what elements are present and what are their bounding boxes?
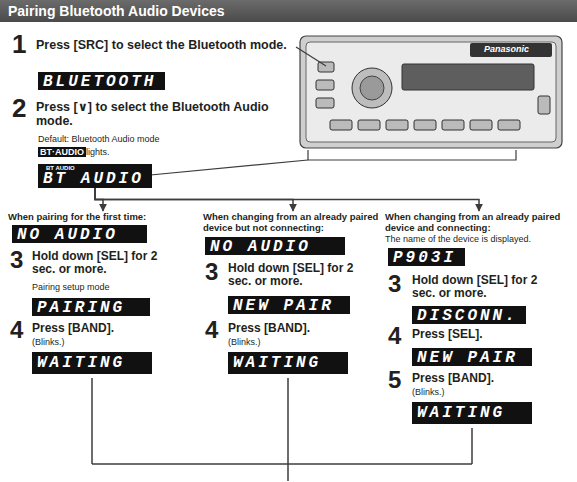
title-bar: Pairing Bluetooth Audio Devices: [0, 0, 577, 22]
display-text: NO AUDIO: [205, 238, 311, 256]
display-text: WAITING: [412, 402, 505, 424]
display-text: BT AUDIO: [38, 164, 144, 188]
column-heading: When pairing for the first time:: [8, 211, 198, 222]
preset-button: [330, 120, 352, 130]
column-header: When pairing for the first time: NO AUDIO: [8, 211, 198, 243]
note-text: Default: Bluetooth Audio mode: [38, 134, 160, 144]
preset-button: [442, 120, 464, 130]
lcd-display: NEW PAIR: [412, 348, 532, 366]
lcd-display: WAITING: [228, 352, 348, 374]
step-text: Press [BAND].: [32, 322, 114, 335]
step-text: Press [BAND].: [412, 372, 494, 385]
display-text: WAITING: [228, 352, 321, 374]
step-number: 4: [388, 323, 401, 350]
display-text: NEW PAIR: [412, 349, 518, 367]
display-text: NO AUDIO: [12, 226, 118, 244]
side-button: [316, 80, 334, 90]
preset-button: [470, 120, 492, 130]
note-text: (Blinks.): [228, 337, 261, 347]
step-text: Press [SEL].: [412, 328, 483, 341]
bracket: [308, 150, 516, 160]
display-text: NEW PAIR: [228, 297, 334, 315]
lcd-screen: P903I: [388, 248, 465, 266]
eject-button: [538, 96, 550, 114]
merge-line: [471, 428, 473, 464]
leader-line: [140, 160, 308, 176]
column-header: When changing from an already paired dev…: [385, 211, 573, 266]
leader-line: [296, 47, 326, 66]
volume-knob: [352, 68, 392, 108]
note-text: Pairing setup mode: [32, 282, 110, 292]
src-button: [318, 62, 334, 72]
display-text: P903I: [388, 249, 456, 267]
lcd-display: WAITING: [412, 402, 532, 424]
column-heading: When changing from an already paired dev…: [203, 211, 383, 234]
lcd-display: DISCONN.: [412, 306, 526, 324]
preset-button: [498, 120, 520, 130]
note-text: lights.: [86, 147, 110, 157]
step-text: Press [∨] to select the Bluetooth Audio …: [36, 100, 294, 128]
step-number: 2: [12, 94, 26, 123]
step-text: Press [BAND].: [228, 322, 310, 335]
car-stereo: [300, 36, 562, 148]
step-number: 5: [388, 367, 401, 394]
note-text: (Blinks.): [32, 337, 65, 347]
lcd-display: WAITING: [32, 352, 152, 374]
step-text: Press [SRC] to select the Bluetooth mode…: [36, 38, 288, 52]
merge-line: [287, 378, 289, 464]
stereo-chassis: [300, 36, 562, 148]
brand-label: Panasonic: [484, 44, 529, 54]
display-text: PAIRING: [32, 299, 125, 317]
note-text: (Blinks.): [412, 387, 445, 397]
step-text: Hold down [SEL] for 2 sec. or more.: [228, 262, 370, 289]
display-text: DISCONN.: [412, 307, 518, 325]
step-number: 1: [12, 30, 26, 59]
lcd-screen: NO AUDIO: [205, 237, 345, 255]
lcd-display: PAIRING: [32, 298, 150, 316]
step-number: 4: [10, 317, 23, 344]
step-text: Hold down [SEL] for 2 sec. or more.: [32, 250, 174, 277]
stereo-display: [402, 64, 534, 90]
note-text: The name of the device is displayed.: [385, 234, 573, 245]
merge-line: [91, 378, 93, 464]
display-text: BLUETOOTH: [38, 73, 156, 91]
column-heading: When changing from an already paired dev…: [385, 211, 573, 234]
flow-arrow: [95, 188, 479, 211]
lcd-display: BLUETOOTH: [38, 72, 165, 90]
merge-bracket: [92, 378, 472, 481]
step-number: 3: [388, 271, 401, 298]
preset-button: [358, 120, 380, 130]
knob-center: [360, 76, 384, 100]
indicator-label: BT·AUDIO: [38, 147, 86, 157]
lcd-display: BT AUDIOBT AUDIO: [38, 164, 152, 188]
column-header: When changing from an already paired dev…: [203, 211, 383, 255]
side-button: [316, 98, 334, 108]
preset-button: [414, 120, 436, 130]
step-text: Hold down [SEL] for 2 sec. or more.: [412, 274, 554, 301]
stereo-faceplate: [306, 42, 556, 142]
lcd-display: NEW PAIR: [228, 296, 350, 314]
preset-button: [386, 120, 408, 130]
merge-line: [287, 464, 289, 481]
brand-band: [470, 43, 552, 57]
display-text: WAITING: [32, 352, 125, 374]
step-number: 3: [10, 247, 23, 274]
step-number: 4: [205, 317, 218, 344]
merge-line: [92, 463, 472, 465]
step-number: 3: [205, 259, 218, 286]
lcd-screen: NO AUDIO: [12, 225, 147, 243]
